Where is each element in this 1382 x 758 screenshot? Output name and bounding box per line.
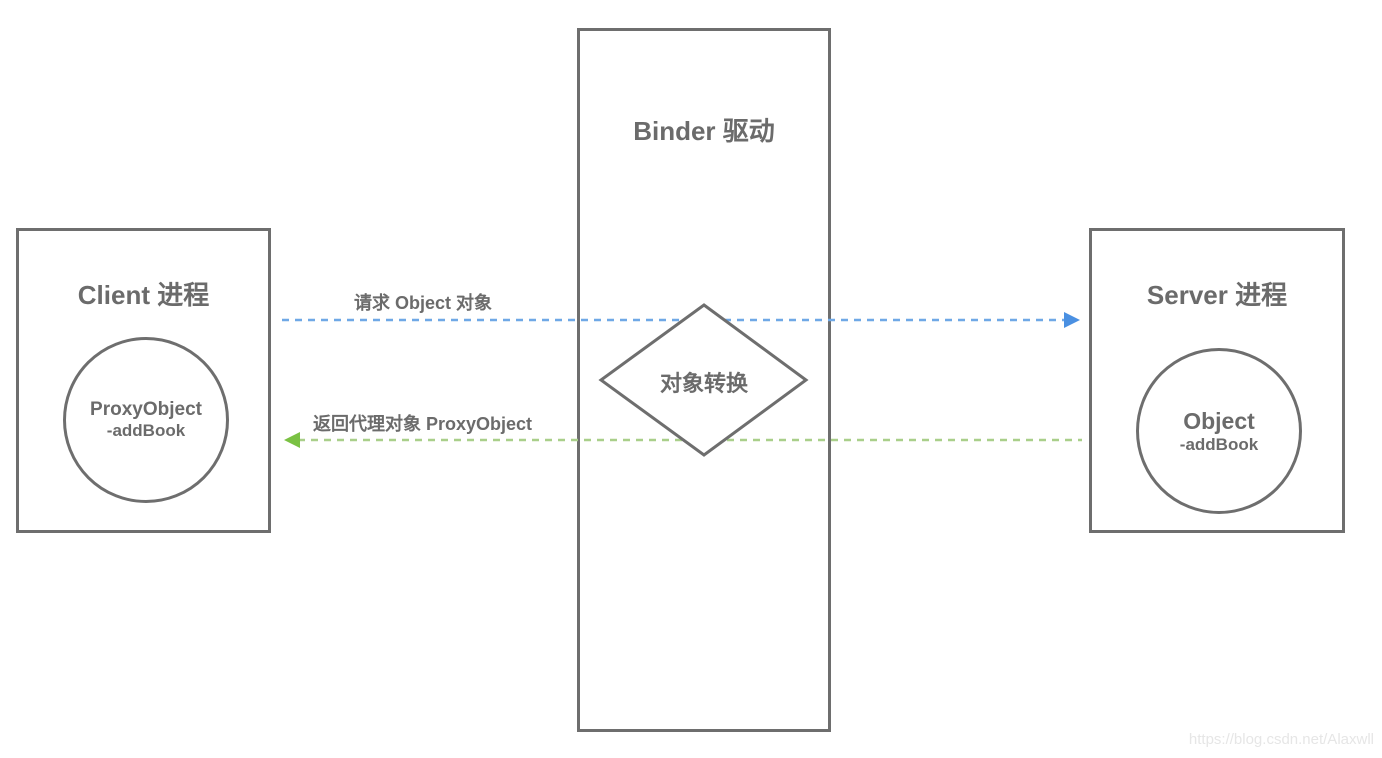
client-process-box: Client 进程 ProxyObject -addBook [16, 228, 271, 533]
watermark: https://blog.csdn.net/Alaxwll [1188, 731, 1374, 748]
response-label: 返回代理对象 ProxyObject [313, 414, 533, 434]
proxy-object-method: -addBook [106, 421, 186, 440]
binder-driver-title: Binder 驱动 [633, 116, 775, 146]
server-process-box: Server 进程 Object -addBook [1089, 228, 1345, 533]
object-transform-diamond [598, 303, 809, 457]
arrowhead-right-icon [1064, 312, 1080, 328]
object-circle: Object -addBook [1136, 348, 1302, 514]
object-name: Object [1183, 407, 1255, 434]
proxy-object-circle: ProxyObject -addBook [63, 337, 229, 503]
server-process-title: Server 进程 [1146, 280, 1288, 310]
proxy-object-name: ProxyObject [90, 399, 202, 420]
object-method: -addBook [1179, 434, 1259, 454]
client-process-title: Client 进程 [77, 280, 210, 310]
arrowhead-left-icon [284, 432, 300, 448]
request-label: 请求 Object 对象 [354, 293, 493, 313]
request-arrow [282, 312, 1080, 328]
object-transform-label: 对象转换 [659, 371, 748, 396]
